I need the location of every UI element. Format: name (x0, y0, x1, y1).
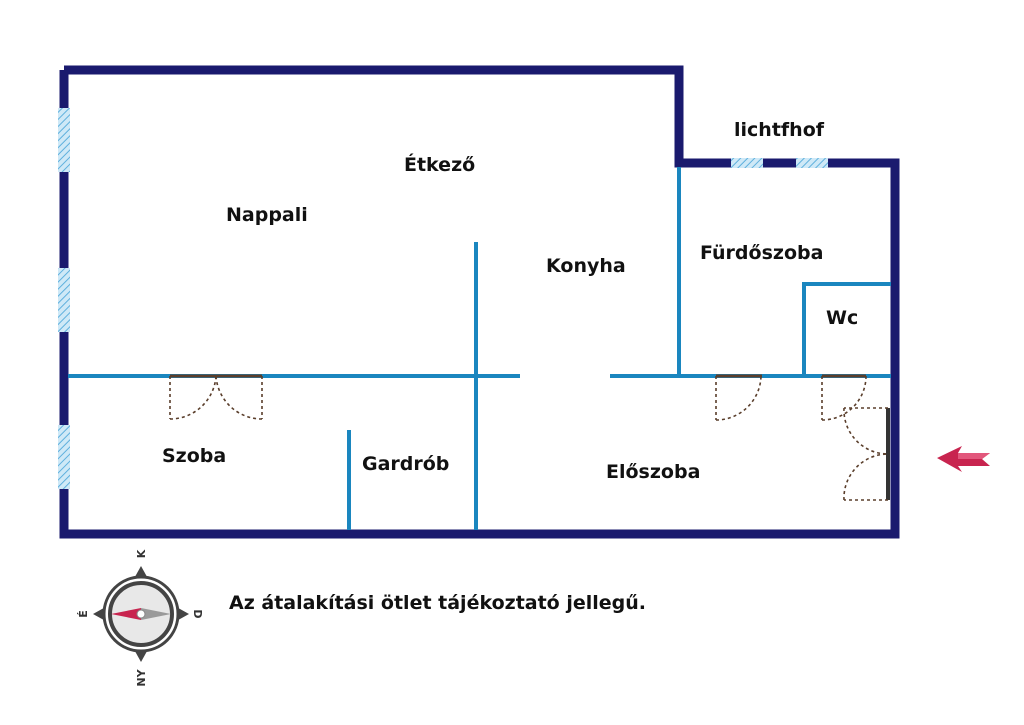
compass-east-label: D (191, 609, 204, 618)
door-bathroom (715, 374, 762, 421)
window-west-2 (58, 268, 70, 332)
windows (58, 108, 828, 489)
label-etkezo: Étkező (404, 153, 475, 176)
compass-icon: K D NY É (77, 549, 204, 686)
entrance-arrow-icon (937, 446, 990, 472)
outer-walls (59, 65, 900, 539)
window-west-3 (58, 425, 70, 489)
door-szoba (169, 374, 263, 420)
door-entrance (843, 407, 890, 501)
label-nappali: Nappali (226, 204, 308, 226)
compass-south-label: NY (135, 668, 148, 686)
window-lichtfhof-1 (731, 158, 763, 168)
window-west-1 (58, 108, 70, 172)
label-wc: Wc (826, 307, 858, 329)
door-wc (821, 374, 867, 421)
label-szoba: Szoba (162, 445, 226, 467)
label-lichtfhof: lichtfhof (734, 119, 825, 141)
doors (169, 374, 890, 501)
disclaimer-note: Az átalakítási ötlet tájékoztató jellegű… (229, 592, 646, 614)
wall-wc (802, 282, 891, 376)
label-gardrob: Gardrób (362, 453, 449, 475)
inner-walls (68, 167, 891, 530)
compass-north-label: K (135, 549, 148, 558)
label-furdoszoba: Fürdőszoba (700, 242, 823, 264)
label-konyha: Konyha (546, 255, 626, 277)
window-lichtfhof-2 (796, 158, 828, 168)
label-eloszoba: Előszoba (606, 461, 700, 483)
compass-west-label: É (77, 610, 90, 618)
